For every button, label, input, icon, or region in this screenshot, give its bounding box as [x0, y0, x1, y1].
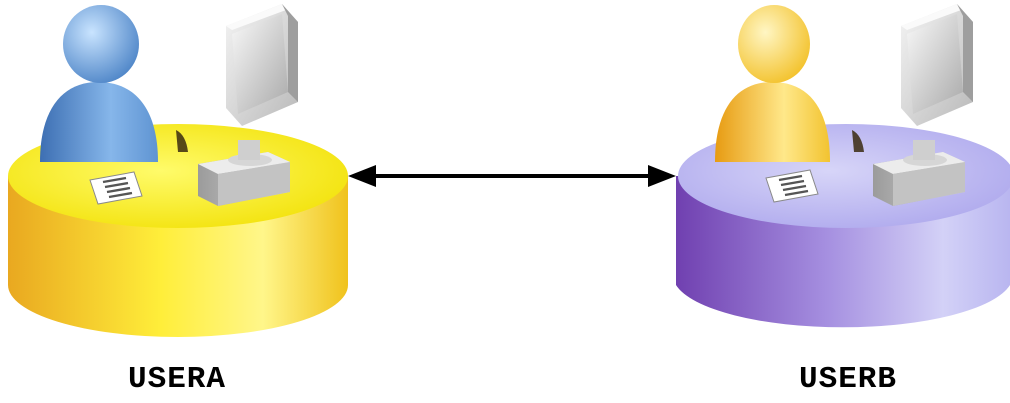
user-b-workstation [676, 4, 1010, 328]
person-icon [40, 5, 158, 162]
double-arrow-icon [348, 165, 676, 187]
computer-monitor-icon [198, 4, 298, 206]
user-b-label: USERB [798, 362, 897, 397]
computer-monitor-icon [873, 4, 973, 206]
person-icon [715, 5, 830, 162]
user-a-label: USERA [127, 362, 226, 397]
user-a-workstation [8, 4, 348, 337]
